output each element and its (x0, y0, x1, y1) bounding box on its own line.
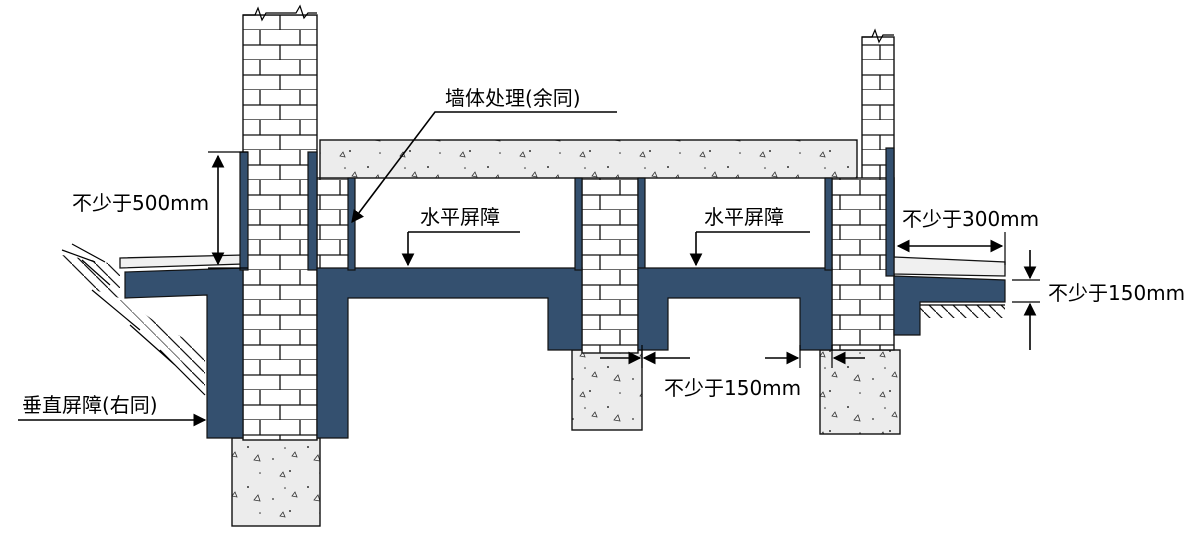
brick-wall-left-main (242, 14, 318, 441)
paving-left (119, 254, 244, 269)
dimension-150-right: 不少于150mm (1012, 250, 1185, 350)
wall-break-left (243, 4, 317, 22)
barrier-layer (124, 147, 1006, 439)
ground-soil-left (61, 243, 206, 396)
label-vertical-barrier: 垂直屏障(右同) (22, 393, 158, 417)
brick-wall-middle (581, 177, 639, 354)
label-min-500: 不少于500mm (72, 191, 209, 215)
label-min-150-bottom: 不少于150mm (664, 376, 801, 400)
label-wall-treatment: 墙体处理(余同) (445, 86, 581, 110)
label-min-300: 不少于300mm (902, 207, 1039, 231)
brick-wall-inner-left (316, 177, 350, 271)
footing-middle (571, 349, 643, 431)
wall-break-right (862, 28, 894, 44)
floor-slab (319, 139, 858, 179)
callout-horizontal-barrier-1: 水平屏障 (401, 205, 520, 267)
callout-vertical-barrier: 垂直屏障(右同) (18, 393, 207, 427)
label-min-150-right: 不少于150mm (1048, 281, 1185, 305)
paving-right (893, 256, 1006, 277)
brick-wall-right-lower (831, 177, 895, 351)
callout-horizontal-barrier-2: 水平屏障 (689, 205, 810, 267)
label-horizontal-barrier-2: 水平屏障 (704, 205, 784, 229)
dimension-500: 不少于500mm (72, 151, 248, 269)
callout-wall-treatment: 墙体处理(余同) (351, 86, 617, 224)
dimension-300: 不少于300mm (896, 207, 1039, 265)
dimension-150-bottom: 不少于150mm (600, 345, 865, 400)
footing-left (231, 437, 321, 527)
label-horizontal-barrier-1: 水平屏障 (420, 205, 500, 229)
